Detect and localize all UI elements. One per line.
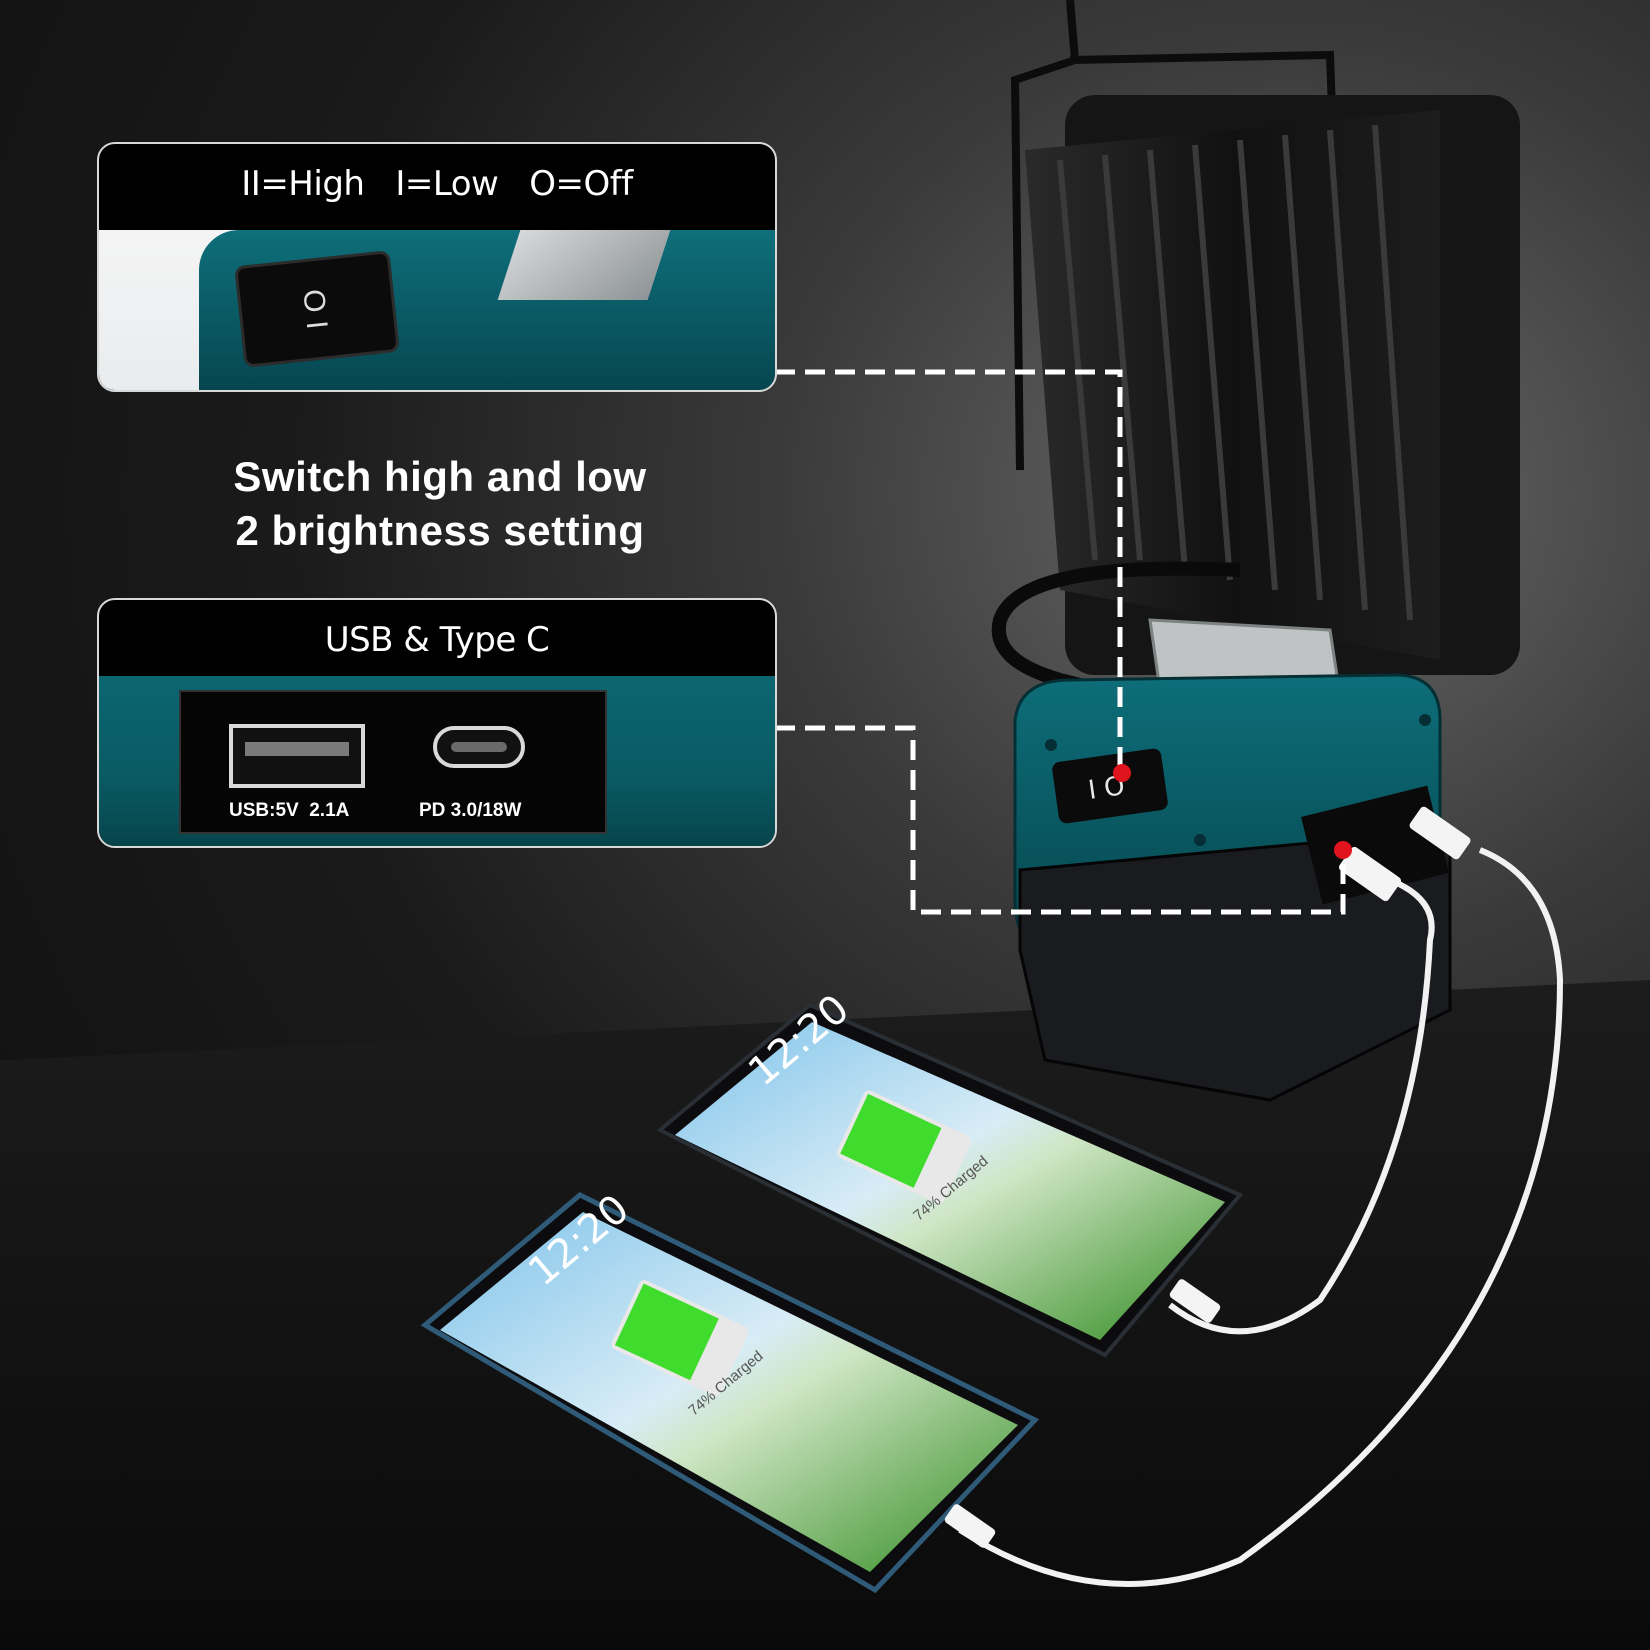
cable-plug-phone-1 — [1169, 1279, 1221, 1323]
cable-plug-phone-2 — [944, 1504, 996, 1548]
usb-plug-1 — [1338, 846, 1402, 902]
ports-caption: USB & Type C — [324, 620, 550, 660]
phone-2 — [420, 1192, 1040, 1594]
usb-c-spec-label: PD 3.0/18W — [419, 800, 522, 821]
port-panel: USB:5V 2.1A PD 3.0/18W — [179, 690, 607, 834]
light-cable — [991, 561, 1241, 707]
headline-line-1: Switch high and low — [233, 453, 647, 500]
usb-a-port-icon — [229, 724, 365, 788]
indicator-dot-ports — [1334, 841, 1352, 859]
rocker-switch-symbol: I O — [298, 287, 336, 331]
indicator-dot-switch — [1113, 764, 1131, 782]
metal-bracket — [497, 230, 671, 300]
cable-to-phone-2 — [958, 847, 1564, 1587]
usb-plug-2 — [1409, 806, 1471, 860]
callout-switch-modes: II=High I=Low O=Off I O — [97, 142, 777, 392]
headline-line-2: 2 brightness setting — [235, 507, 645, 554]
adapter-port-panel — [1301, 785, 1449, 905]
leader-line-switch — [775, 369, 1123, 775]
cable-to-phone-1 — [1168, 877, 1435, 1335]
ports-closeup-photo: USB:5V 2.1A PD 3.0/18W — [99, 676, 775, 846]
work-light-head — [1025, 95, 1520, 675]
leader-line-ports — [775, 725, 1346, 915]
usb-a-spec-label: USB:5V 2.1A — [229, 800, 350, 821]
usb-c-port-icon — [433, 726, 525, 768]
switch-closeup-photo: I O — [99, 230, 775, 390]
callout-usb-ports: USB & Type C USB:5V 2.1A PD 3.0/18W — [97, 598, 777, 848]
rocker-switch: I O — [234, 250, 400, 368]
switch-modes-caption: II=High I=Low O=Off — [241, 164, 633, 204]
